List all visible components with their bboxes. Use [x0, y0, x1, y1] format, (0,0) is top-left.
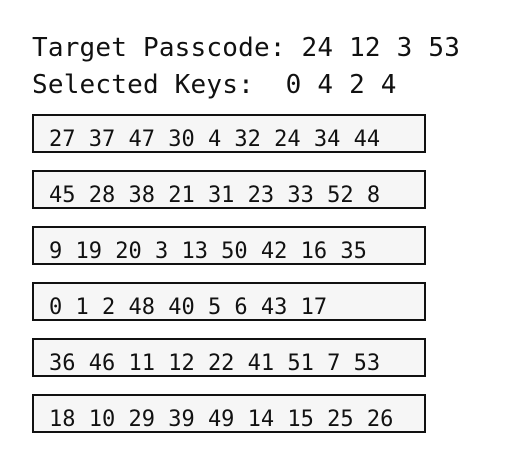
selected-keys-value: 0 4 2 4: [285, 70, 397, 100]
key-row-5-keys: 36 46 11 12 22 41 51 7 53: [49, 351, 381, 376]
target-passcode-line: Target Passcode: 24 12 3 53: [32, 33, 460, 63]
key-row-4-keys: 0 1 2 48 40 5 6 43 17: [49, 295, 328, 320]
key-row-1[interactable]: 27 37 47 30 4 32 24 34 44: [32, 114, 426, 153]
key-row-6[interactable]: 18 10 29 39 49 14 15 25 26: [32, 394, 426, 433]
key-row-2-keys: 45 28 38 21 31 23 33 52 8: [49, 183, 381, 208]
key-row-3-keys: 9 19 20 3 13 50 42 16 35: [49, 239, 367, 264]
key-row-4[interactable]: 0 1 2 48 40 5 6 43 17: [32, 282, 426, 321]
key-row-3[interactable]: 9 19 20 3 13 50 42 16 35: [32, 226, 426, 265]
key-row-2[interactable]: 45 28 38 21 31 23 33 52 8: [32, 170, 426, 209]
key-row-1-keys: 27 37 47 30 4 32 24 34 44: [49, 127, 381, 152]
key-row-6-keys: 18 10 29 39 49 14 15 25 26: [49, 407, 394, 432]
target-passcode-label: Target Passcode:: [32, 33, 286, 63]
selected-keys-label: Selected Keys:: [32, 70, 270, 100]
selected-keys-line: Selected Keys: 0 4 2 4: [32, 70, 397, 100]
target-passcode-value: 24 12 3 53: [301, 33, 461, 63]
key-row-5[interactable]: 36 46 11 12 22 41 51 7 53: [32, 338, 426, 377]
